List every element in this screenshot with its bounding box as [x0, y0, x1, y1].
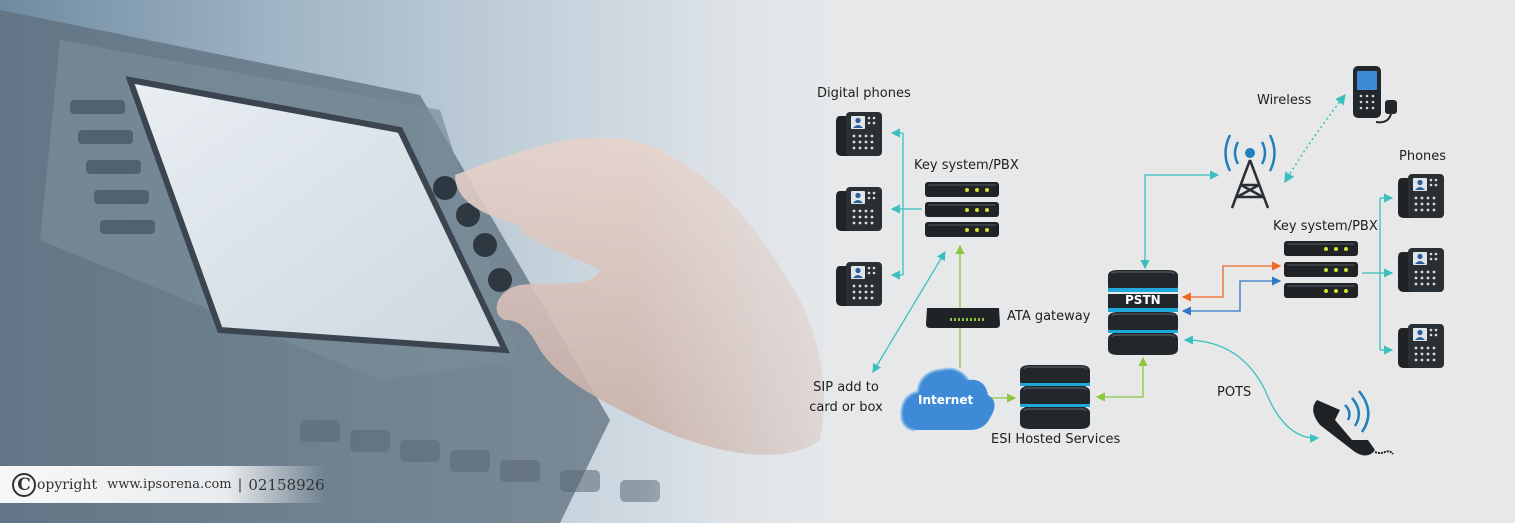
label-pstn: PSTN	[1125, 293, 1161, 307]
phone-3-icon	[1398, 324, 1444, 368]
label-internet: Internet	[918, 393, 974, 407]
label-key-system-left: Key system/PBX	[914, 158, 1019, 173]
arrow-pstn-pots	[1183, 335, 1320, 444]
phone-1-icon	[1398, 174, 1444, 218]
arrow-pbx-to-sip	[872, 251, 946, 373]
label-ata-gateway: ATA gateway	[1007, 309, 1091, 324]
label-key-system-right: Key system/PBX	[1273, 219, 1378, 234]
label-phones: Phones	[1399, 149, 1447, 164]
esi-hosted-server-icon	[1019, 364, 1091, 430]
wireless-link	[1284, 93, 1346, 184]
pstn-server-icon	[1107, 269, 1179, 356]
arrow-pstn-tower	[1140, 170, 1220, 270]
label-sip: SIP add to card or box	[803, 378, 889, 418]
arrow-pstn-pbx-blue	[1181, 276, 1282, 316]
label-sip-line2: card or box	[809, 400, 883, 415]
internet-cloud-icon	[900, 367, 995, 432]
ata-gateway-icon	[926, 308, 1000, 328]
phone-2-icon	[1398, 248, 1444, 292]
copyright-strip: C opyright www.ipsorena.com | 02158926	[0, 466, 325, 503]
pots-handset-icon	[1313, 390, 1394, 456]
digital-phone-1-icon	[836, 112, 882, 156]
copyright-url[interactable]: www.ipsorena.com	[107, 477, 232, 492]
copyright-separator: |	[237, 476, 243, 493]
arrow-esi-pstn	[1095, 356, 1148, 402]
copyright-text: opyright	[37, 476, 98, 493]
digital-phone-3-icon	[836, 262, 882, 306]
copyright-phone: 02158926	[248, 475, 325, 494]
key-system-right-icon	[1284, 241, 1358, 298]
label-digital-phones: Digital phones	[817, 86, 911, 101]
wireless-tower-icon	[1224, 134, 1276, 209]
label-esi-hosted: ESI Hosted Services	[991, 432, 1121, 447]
label-pots: POTS	[1217, 385, 1252, 400]
copyright-symbol-icon: C	[12, 472, 36, 497]
digital-phone-2-icon	[836, 187, 882, 231]
mobile-phone-icon	[1353, 66, 1397, 124]
label-wireless: Wireless	[1257, 93, 1312, 108]
label-sip-line1: SIP add to	[813, 380, 879, 395]
key-system-left-icon	[925, 182, 999, 237]
